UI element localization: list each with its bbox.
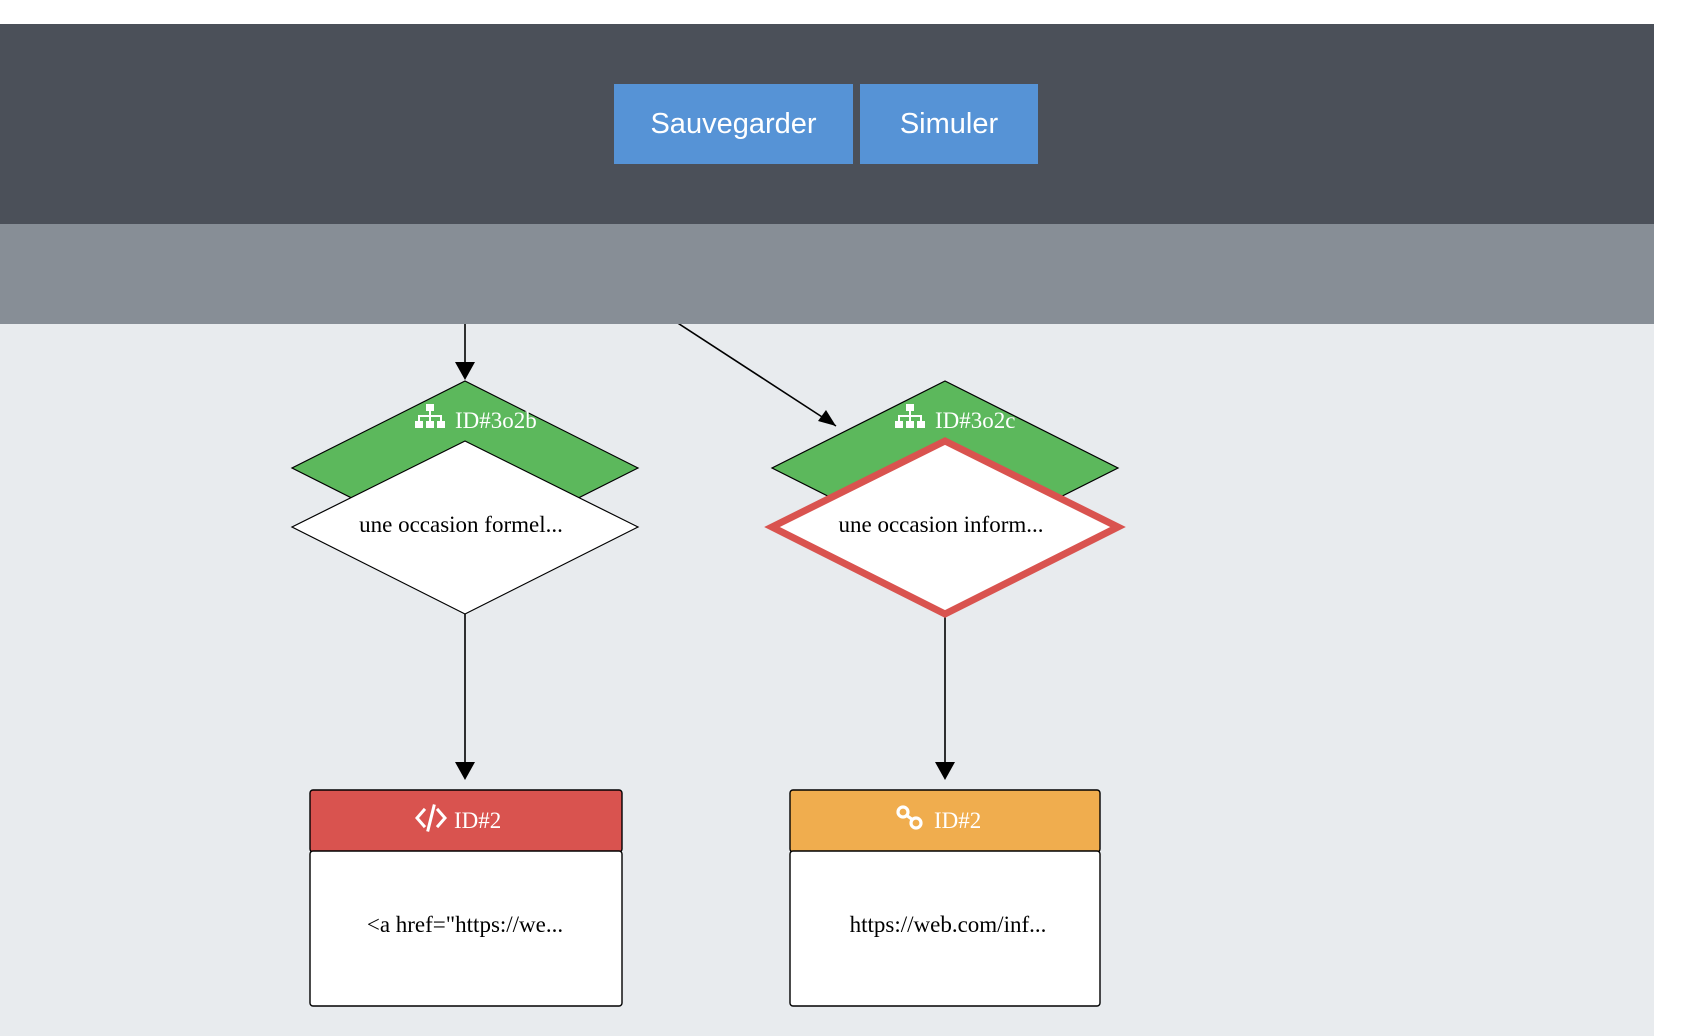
condition-body-left [290, 440, 640, 615]
top-toolbar: Sauvegarder Simuler [0, 24, 1654, 224]
condition-node-left[interactable]: ID#3o2b une occasion formel... [290, 380, 640, 615]
flow-diagram[interactable]: ID#3o2b une occasion formel... ID#3o2c u… [0, 0, 1654, 1036]
condition-text-left: une occasion formel... [359, 512, 563, 537]
page-margin [1654, 0, 1694, 1036]
sitemap-icon [895, 404, 925, 428]
action-text-left: <a href="https://we... [367, 912, 563, 937]
link-icon [896, 805, 923, 830]
action-body-left [309, 850, 623, 1007]
secondary-toolbar [0, 224, 1654, 324]
action-id-left: ID#2 [454, 808, 501, 833]
simulate-button[interactable]: Simuler [860, 84, 1038, 164]
condition-body-right [764, 437, 1126, 618]
condition-id-left: ID#3o2b [455, 408, 537, 433]
arrowhead-right-action [935, 762, 955, 780]
sitemap-icon [415, 404, 445, 428]
action-id-right: ID#2 [934, 808, 981, 833]
arrowhead-right-condition [818, 410, 836, 426]
action-node-right[interactable]: ID#2 https://web.com/inf... [789, 789, 1101, 1007]
arrowhead-left-condition [455, 362, 475, 380]
action-text-right: https://web.com/inf... [850, 912, 1047, 937]
connector-into-right-condition[interactable] [670, 318, 837, 427]
condition-text-right: une occasion inform... [838, 512, 1043, 537]
action-node-left[interactable]: ID#2 <a href="https://we... [309, 789, 623, 1007]
condition-node-right[interactable]: ID#3o2c une occasion inform... [764, 380, 1126, 618]
condition-id-right: ID#3o2c [935, 408, 1015, 433]
action-body-right [789, 850, 1101, 1007]
save-button[interactable]: Sauvegarder [614, 84, 853, 164]
code-icon [415, 804, 447, 832]
arrowhead-left-action [455, 762, 475, 780]
